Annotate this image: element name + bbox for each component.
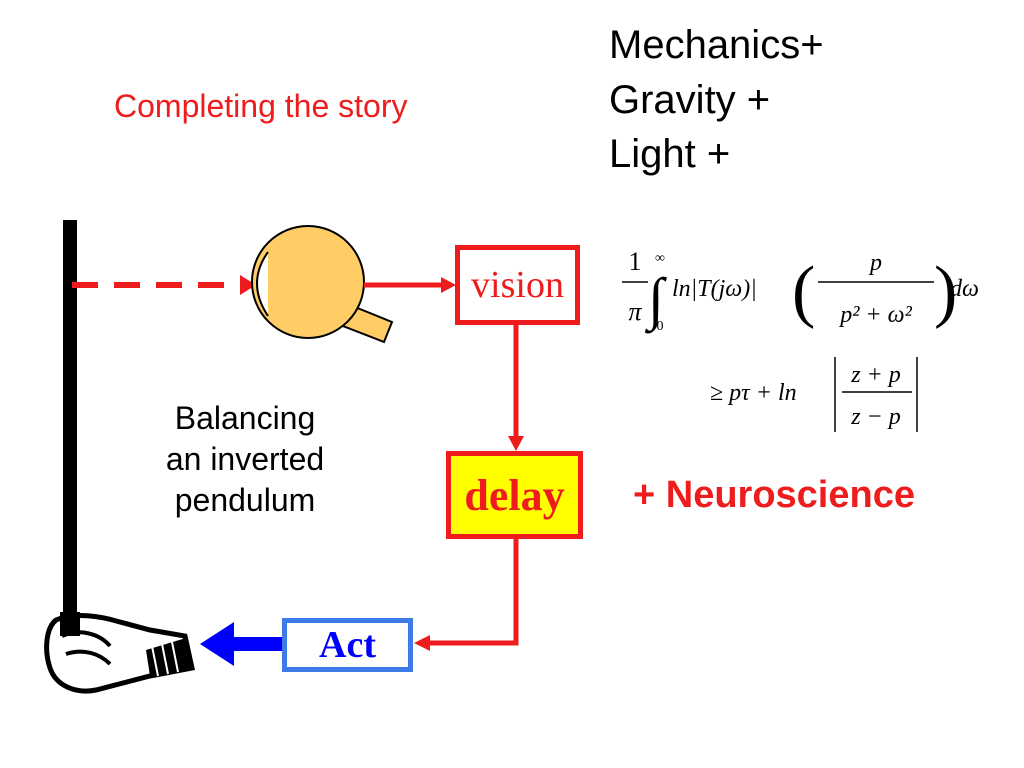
formula-lower-limit: 0	[657, 319, 664, 334]
left-paren: (	[792, 253, 815, 330]
eye-icon	[251, 225, 394, 344]
delay-to-act-arrow	[428, 539, 519, 646]
formula-inner-den: p² + ω²	[838, 302, 912, 328]
formula-rhs: ≥ pτ + ln	[710, 380, 797, 406]
sight-arrowhead	[240, 275, 256, 295]
bode-integral-formula: 1 π ∫ ∞ 0 ln|T(jω)| ( p p² + ω² ) dω ≥ p…	[622, 247, 979, 432]
vision-box: vision	[455, 245, 580, 325]
caption-line-2: an inverted	[165, 441, 325, 477]
caption-line-1: Balancing	[174, 400, 316, 436]
hand-icon	[44, 612, 195, 694]
formula-frac-num: 1	[629, 247, 642, 276]
formula-integrand: ln|T(jω)|	[672, 276, 757, 302]
formula-inner-num: p	[868, 250, 882, 276]
light-label: Light +	[609, 132, 731, 176]
slide-title: Completing the story	[114, 88, 408, 124]
gravity-label: Gravity +	[609, 78, 771, 122]
integral-sign: ∫	[644, 266, 667, 334]
balancing-caption: Balancing an inverted pendulum	[130, 398, 360, 521]
act-box: Act	[282, 618, 413, 672]
act-to-hand-arrow	[200, 622, 282, 666]
right-paren: )	[934, 253, 957, 330]
mechanics-label: Mechanics+	[609, 23, 824, 67]
neuroscience-label: + Neuroscience	[633, 474, 915, 516]
pendulum-rod	[63, 220, 77, 635]
formula-frac-den: π	[628, 297, 642, 326]
delay-box: delay	[446, 451, 583, 539]
caption-line-3: pendulum	[174, 482, 316, 518]
formula-ratio-den: z − p	[850, 404, 901, 430]
formula-upper-limit: ∞	[655, 251, 665, 266]
formula-ratio-num: z + p	[850, 362, 901, 388]
formula-dw: dω	[950, 276, 979, 302]
